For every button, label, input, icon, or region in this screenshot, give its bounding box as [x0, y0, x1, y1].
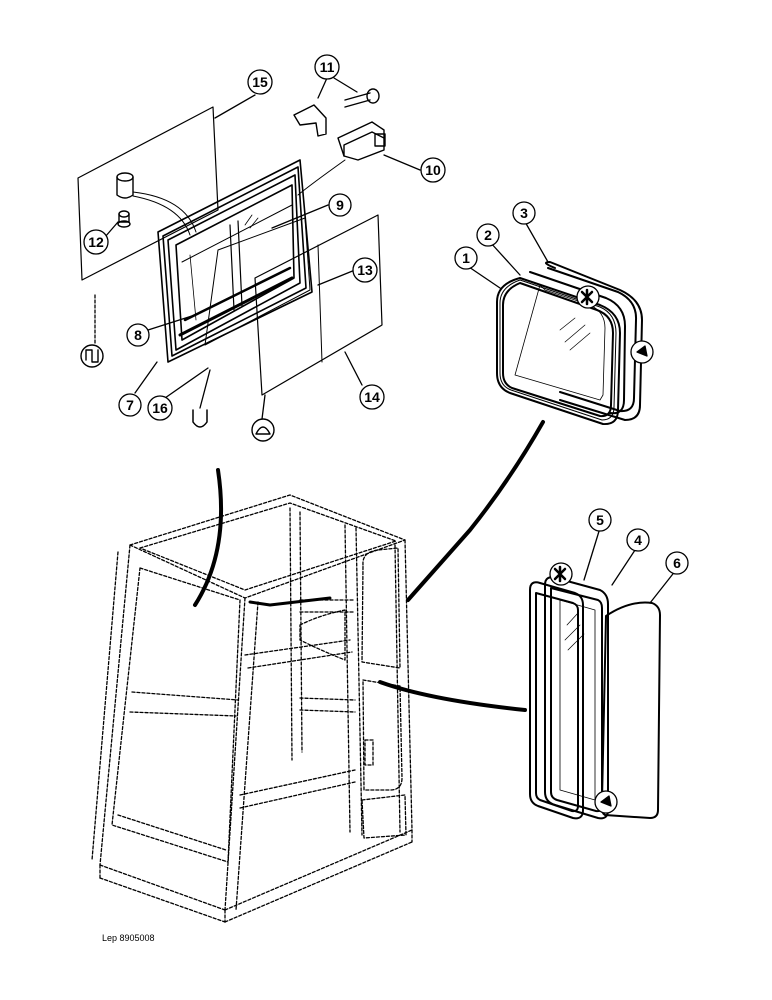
svg-text:13: 13	[357, 262, 373, 278]
tape-symbol	[251, 418, 275, 442]
svg-text:7: 7	[126, 397, 134, 413]
callout-9: 9	[328, 193, 352, 217]
callout-12: 12	[83, 229, 109, 255]
svg-text:12: 12	[88, 234, 104, 250]
svg-text:6: 6	[673, 555, 681, 571]
bushing-12	[116, 172, 134, 228]
svg-text:1: 1	[462, 250, 470, 266]
svg-text:11: 11	[320, 59, 335, 75]
reference-code: Lep 8905008	[102, 933, 155, 943]
svg-text:5: 5	[596, 512, 604, 528]
callout-10: 10	[420, 157, 446, 183]
weld-symbol-bottom	[549, 562, 573, 586]
window-frame-7	[157, 159, 313, 363]
glass-16	[204, 217, 311, 346]
svg-text:2: 2	[484, 227, 492, 243]
svg-text:8: 8	[134, 327, 142, 343]
weld-symbol-top	[576, 285, 600, 309]
side-window-assembly-4-6	[529, 576, 661, 820]
bracket-11	[293, 88, 380, 137]
callout-1: 1	[454, 246, 478, 270]
sealant-nozzle-symbol-b	[594, 790, 618, 814]
callout-13: 13	[352, 257, 378, 283]
svg-text:16: 16	[152, 400, 168, 416]
callout-15: 15	[247, 69, 273, 95]
callout-14: 14	[359, 384, 385, 410]
leader-side-window	[378, 680, 527, 712]
sealant-symbol	[80, 344, 104, 368]
sealant-nozzle-symbol-a	[630, 340, 654, 364]
svg-text:10: 10	[425, 162, 441, 178]
svg-text:15: 15	[252, 74, 268, 90]
svg-text:3: 3	[520, 205, 528, 221]
leader-front-window	[193, 468, 224, 607]
callout-3: 3	[512, 201, 536, 225]
leader-rear-window	[406, 420, 545, 602]
callout-16: 16	[147, 395, 173, 421]
clip-symbol	[192, 409, 208, 428]
latch-10	[337, 121, 386, 161]
callout-4: 4	[626, 528, 650, 552]
callout-8: 8	[126, 323, 150, 347]
svg-text:4: 4	[634, 532, 642, 548]
callout-11: 11	[314, 54, 340, 80]
svg-text:9: 9	[336, 197, 344, 213]
svg-text:14: 14	[364, 389, 380, 405]
cab-roof-edge	[248, 596, 332, 607]
callout-5: 5	[588, 508, 612, 532]
callout-7: 7	[118, 393, 142, 417]
seal-sheet-15	[77, 106, 219, 281]
callout-2: 2	[476, 223, 500, 247]
panel-14	[254, 214, 383, 396]
callout-6: 6	[665, 551, 689, 575]
cab-frame	[91, 494, 413, 923]
side-window-assembly-1-3	[496, 261, 643, 426]
